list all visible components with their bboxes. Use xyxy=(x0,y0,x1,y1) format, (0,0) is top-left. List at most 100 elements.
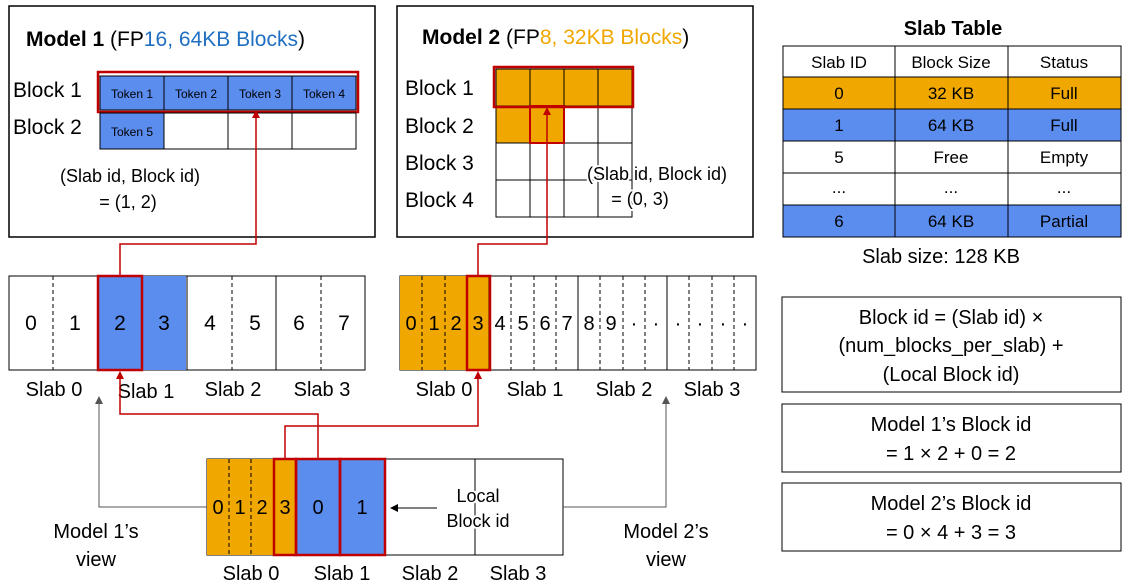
slab-label: Slab 2 xyxy=(205,379,262,401)
slab-table-cell: Full xyxy=(1050,116,1077,135)
model1-panel: Model 1 (FP16, 64KB Blocks) Block 1 Bloc… xyxy=(8,5,376,238)
strip-cell-label: 7 xyxy=(561,313,572,335)
model1-cell xyxy=(291,112,357,150)
formula-general-line: Block id = (Slab id) × xyxy=(859,307,1044,329)
model1-cell xyxy=(99,112,165,150)
slab-table-row xyxy=(782,204,1122,238)
formula-general-line: (Local Block id) xyxy=(883,364,1020,386)
strip-cell-label: 2 xyxy=(256,497,267,519)
model1-addr-label: (Slab id, Block id) xyxy=(60,166,200,186)
model2-cell xyxy=(597,179,633,218)
model2-block-label-1: Block 1 xyxy=(405,77,474,100)
slab-label: Slab 3 xyxy=(684,379,741,401)
slab-table-cell: 1 xyxy=(834,116,843,135)
model2-cell xyxy=(495,142,531,181)
slab-table-cell: Partial xyxy=(1040,212,1088,231)
strip-cell-label: · xyxy=(653,313,660,335)
model1-cell xyxy=(99,75,165,111)
strip-cell-label: 0 xyxy=(25,312,37,335)
formula-boxes: Block id = (Slab id) × (num_blocks_per_s… xyxy=(781,296,1122,552)
slab-table-cell: ... xyxy=(944,178,958,197)
slab-label: Slab 2 xyxy=(596,379,653,401)
slab-table-row xyxy=(782,76,1122,110)
slab-label: Slab 0 xyxy=(26,379,83,401)
strip-cell-label: 3 xyxy=(279,497,290,519)
strip-cell-label: 4 xyxy=(494,313,505,335)
formula-model2-box xyxy=(781,482,1122,552)
model1-title: Model 1 (FP16, 64KB Blocks) xyxy=(26,28,305,51)
strip-cell-label: 3 xyxy=(472,313,483,335)
slab-table-cell: ... xyxy=(1057,178,1071,197)
model1-block-label-1: Block 1 xyxy=(13,79,82,102)
strip-cell-label: 1 xyxy=(234,497,245,519)
strip-cell-label: 2 xyxy=(450,313,461,335)
slab-table-cell: 0 xyxy=(834,84,843,103)
model1-title-bold: Model 1 xyxy=(26,28,104,51)
slab-label: Slab 1 xyxy=(314,563,371,582)
model2-block-label-3: Block 3 xyxy=(405,152,474,175)
model2-title-post: ) xyxy=(682,26,689,49)
strip-cell-label: 6 xyxy=(539,313,550,335)
slab-label: Slab 3 xyxy=(294,379,351,401)
model2-block-label-2: Block 2 xyxy=(405,115,474,138)
strip-cell-label: · xyxy=(697,313,704,335)
model2-title-pre: (FP xyxy=(500,26,540,49)
model1-cell xyxy=(227,112,293,150)
token-label: Token 3 xyxy=(239,87,281,101)
slab-table-cell: 6 xyxy=(834,212,843,231)
slab-table-header: Status xyxy=(1040,53,1088,72)
model2-title: Model 2 (FP8, 32KB Blocks) xyxy=(422,26,689,49)
slab-label: Slab 1 xyxy=(118,381,175,403)
strip-cell-label: 5 xyxy=(249,312,261,335)
slab-size-label: Slab size: 128 KB xyxy=(862,246,1020,268)
model2-addr-value: = (0, 3) xyxy=(611,189,669,209)
strip-cell-label: 1 xyxy=(428,313,439,335)
slab-table-cell: Empty xyxy=(1040,148,1089,167)
local-block-label-2: Block id xyxy=(446,511,509,531)
model2-view-arrow xyxy=(563,396,670,508)
strip-cell-label: 3 xyxy=(158,312,170,335)
strip-cell-label: 0 xyxy=(312,497,323,519)
slab-table-header: Slab ID xyxy=(811,53,867,72)
model2-panel: Model 2 (FP8, 32KB Blocks) Block 1 Block… xyxy=(396,5,754,238)
model2-view-label-1: Model 2’s xyxy=(623,521,708,543)
model2-cell xyxy=(563,68,599,107)
model2-cell xyxy=(563,179,599,218)
model2-title-colored: 8, 32KB Blocks xyxy=(540,26,682,49)
slab-table-header-row xyxy=(782,45,1122,78)
strip-cell-label: 1 xyxy=(356,497,367,519)
formula-general-box xyxy=(781,296,1122,393)
slab-table-cell: 32 KB xyxy=(928,84,974,103)
strip-cell-label: 4 xyxy=(204,312,216,335)
slab-table: Slab Table Slab ID Block Size Status 0 3… xyxy=(782,18,1122,268)
model1-strip-cell-blue xyxy=(98,276,142,370)
model2-view-label-2: view xyxy=(646,549,687,571)
strip-cell-label: 0 xyxy=(212,497,223,519)
strip-cell-label: · xyxy=(720,313,727,335)
slab-table-cell: Full xyxy=(1050,84,1077,103)
model1-view-arrow xyxy=(95,396,207,508)
token-label: Token 4 xyxy=(303,87,345,101)
local-block-label-1: Local xyxy=(456,486,499,506)
strip-cell-label: 8 xyxy=(583,313,594,335)
model2-addr-label: (Slab id, Block id) xyxy=(587,164,727,184)
model2-cell xyxy=(529,68,565,107)
physical-strip: 0 1 2 3 0 1 Local Block id Slab 0 Slab 1… xyxy=(53,457,709,582)
slab-label: Slab 0 xyxy=(223,563,280,582)
slab-label: Slab 1 xyxy=(507,379,564,401)
slab-table-cell: Free xyxy=(934,148,969,167)
formula-model1-line: Model 1’s Block id xyxy=(871,414,1032,436)
formula-general-line: (num_blocks_per_slab) + xyxy=(838,335,1063,357)
token-label: Token 1 xyxy=(111,87,153,101)
model1-red-link-up xyxy=(119,110,260,276)
model2-red-link xyxy=(284,371,482,459)
model1-cell xyxy=(163,75,229,111)
strip-cell-label: 9 xyxy=(605,313,616,335)
model2-cell xyxy=(597,105,633,144)
connectors xyxy=(95,107,670,508)
model1-block-label-2: Block 2 xyxy=(13,116,82,139)
strip-cell-label: 7 xyxy=(338,312,350,335)
slab-table-cell: ... xyxy=(832,178,846,197)
strip-cell-label: 5 xyxy=(517,313,528,335)
